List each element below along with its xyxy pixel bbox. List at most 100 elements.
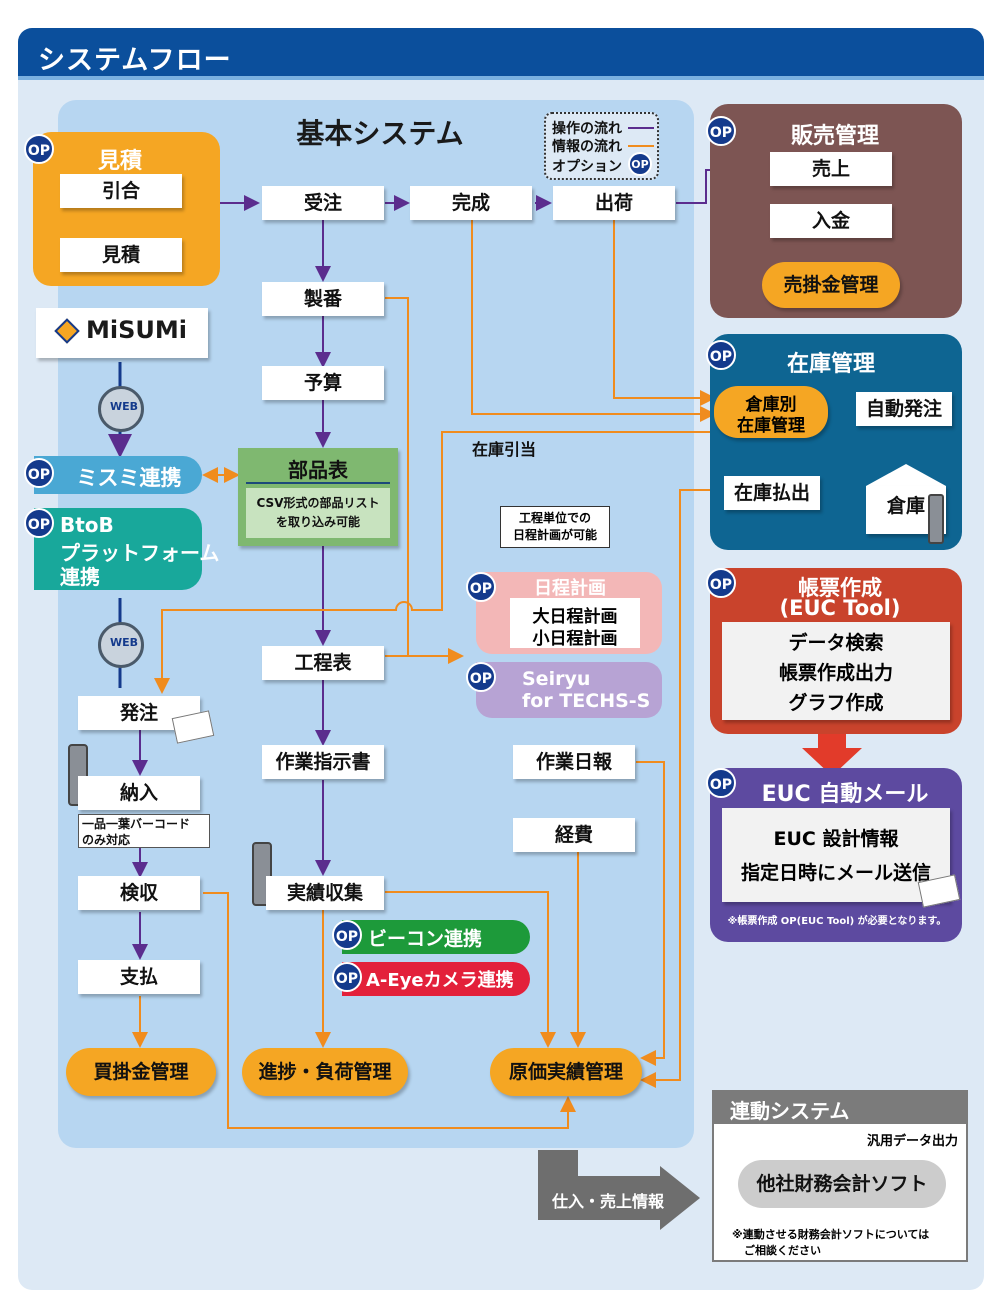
bom-title: 部品表 — [288, 458, 348, 482]
process-table-node: 工程表 — [262, 646, 384, 680]
stock-payout-node: 在庫払出 — [724, 476, 820, 510]
daily-report-node: 作業日報 — [513, 745, 635, 779]
btob-op-badge: OP — [24, 508, 54, 538]
sales-title: 販売管理 — [790, 124, 879, 149]
barcode-note-box — [78, 814, 210, 848]
transfer-arrow-label: 仕入・売上情報 — [552, 1192, 665, 1211]
misumi-logo: MiSUMi — [86, 316, 187, 344]
linked-note-1: ※連動させる財務会計ソフトについては — [732, 1228, 930, 1241]
euc-items-box — [722, 622, 950, 720]
btob-line3: 連携 — [60, 565, 100, 589]
beacon-pill[interactable] — [342, 920, 530, 954]
header-bar — [18, 28, 984, 80]
expense-node: 経費 — [513, 818, 635, 852]
complete-node: 完成 — [410, 186, 532, 220]
warehouse-stock-line2: 在庫管理 — [737, 416, 805, 436]
legend-op-badge: OP — [628, 152, 652, 176]
estimate-op-badge: OP — [24, 134, 54, 164]
handheld-scanner-icon-3 — [928, 494, 944, 544]
schedule-big: 大日程計画 — [532, 607, 618, 627]
web-globe-icon — [98, 386, 144, 432]
page-title: システムフロー — [38, 45, 232, 76]
actual-collection-node: 実績収集 — [266, 876, 384, 910]
mail-item-2: 指定日時にメール送信 — [740, 862, 931, 884]
mail-title: EUC 自動メール — [761, 782, 929, 807]
linked-system-header — [712, 1090, 968, 1124]
linked-output-label: 汎用データ出力 — [866, 1134, 958, 1149]
bom-divider — [246, 482, 390, 484]
mail-note: ※帳票作成 OP(EUC Tool) が必要となります。 — [727, 916, 947, 927]
payable-node: 買掛金管理 — [66, 1048, 216, 1096]
payment-node: 支払 — [78, 960, 200, 994]
misumi-op-badge: OP — [24, 458, 54, 488]
legend-option: オプション — [552, 159, 622, 175]
aeye-label: A-Eyeカメラ連携 — [366, 970, 514, 991]
cost-actual-node: 原価実績管理 — [490, 1048, 642, 1096]
receipt-node: 入金 — [770, 204, 892, 238]
schedule-callout-1: 工程単位での — [518, 511, 591, 525]
bom-note-2: を取り込み可能 — [275, 515, 360, 529]
web-globe-icon-2 — [98, 622, 144, 668]
euc-item-3: グラフ作成 — [788, 692, 884, 714]
bom-note-box — [246, 488, 390, 538]
aeye-pill[interactable] — [342, 962, 530, 996]
mail-op-badge: OP — [706, 768, 736, 798]
seiryu-group[interactable] — [476, 662, 662, 718]
mail-item-1: EUC 設計情報 — [773, 828, 899, 850]
inspection-node: 検収 — [78, 876, 200, 910]
bom-note-1: CSV形式の部品リスト — [256, 496, 380, 510]
euc-op-badge: OP — [706, 568, 736, 598]
legend-operation-arrow — [628, 127, 654, 129]
aeye-op-badge: OP — [332, 962, 362, 992]
inquiry-node: 引合 — [60, 174, 182, 208]
order-node: 受注 — [262, 186, 384, 220]
euc-item-2: 帳票作成出力 — [778, 662, 893, 684]
progress-load-node: 進捗・負荷管理 — [242, 1048, 408, 1096]
seiryu-line1: Seiryu — [522, 668, 591, 690]
linked-note-2: ご相談ください — [744, 1244, 821, 1257]
btob-group[interactable] — [34, 508, 202, 590]
btob-line2: プラットフォーム — [60, 541, 220, 565]
barcode-note-1: 一品一葉バーコード — [82, 817, 191, 831]
seiryu-op-badge: OP — [466, 662, 496, 692]
misumi-link-pill[interactable] — [34, 456, 202, 494]
euc-item-1: データ検索 — [788, 632, 884, 654]
estimate-title: 見積 — [97, 149, 142, 174]
schedule-callout-2: 日程計画が可能 — [512, 528, 597, 542]
linked-system-title: 連動システム — [730, 1099, 850, 1123]
warehouse-stock-line1: 倉庫別 — [745, 395, 797, 415]
legend-info-arrow — [628, 145, 654, 147]
web-globe-label: WEB — [109, 400, 139, 413]
legend-info: 情報の流れ — [552, 139, 622, 155]
sales-node: 売上 — [770, 152, 892, 186]
warehouse-stock-node — [714, 386, 828, 438]
serial-node: 製番 — [262, 282, 384, 316]
accounting-software-node: 他社財務会計ソフト — [738, 1160, 946, 1208]
mail-items-box — [722, 808, 950, 902]
schedule-op-badge: OP — [466, 572, 496, 602]
estimate-node: 見積 — [60, 238, 182, 272]
btob-line1: BtoB — [60, 513, 114, 537]
misumi-link-label: ミスミ連携 — [76, 466, 182, 490]
warehouse-roof — [866, 464, 946, 486]
ship-node: 出荷 — [553, 186, 675, 220]
budget-node: 予算 — [262, 366, 384, 400]
basic-system-title: 基本システム — [296, 117, 464, 150]
sales-op-badge: OP — [706, 116, 736, 146]
barcode-note-2: のみ対応 — [82, 833, 131, 847]
work-order-node: 作業指示書 — [262, 745, 384, 779]
inventory-title: 在庫管理 — [786, 352, 875, 377]
web-globe-label-2: WEB — [109, 636, 139, 649]
beacon-label: ビーコン連携 — [368, 928, 483, 950]
euc-title-1: 帳票作成 — [798, 576, 882, 600]
delivery-node: 納入 — [78, 776, 200, 810]
legend-operation: 操作の流れ — [552, 121, 622, 137]
schedule-title: 日程計画 — [534, 578, 606, 599]
auto-order-node: 自動発注 — [856, 392, 952, 426]
inventory-op-badge: OP — [706, 340, 736, 370]
stock-alloc-label: 在庫引当 — [472, 440, 537, 459]
beacon-op-badge: OP — [332, 920, 362, 950]
schedule-inner-box — [510, 598, 640, 648]
euc-title-2: (EUC Tool) — [779, 596, 901, 620]
schedule-small: 小日程計画 — [532, 629, 618, 649]
